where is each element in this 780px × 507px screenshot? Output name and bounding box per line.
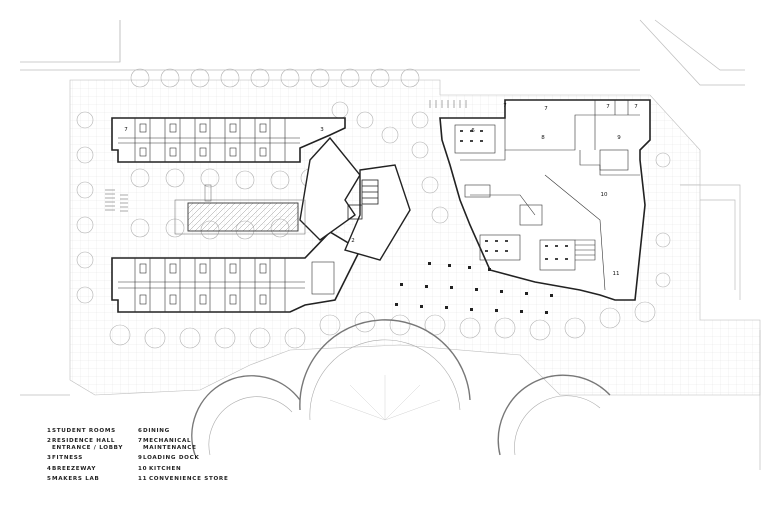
- legend-number: 11: [138, 476, 148, 483]
- legend-label: DINING: [143, 428, 170, 434]
- room-number-label: 10: [600, 192, 608, 198]
- legend-number: 1: [47, 428, 52, 434]
- room-number-label: 8: [541, 135, 545, 141]
- legend-number: 6: [138, 428, 143, 434]
- legend-label: RESIDENCE HALL ENTRANCE / LOBBY: [52, 438, 124, 451]
- north-wing-rooms: [118, 118, 300, 162]
- dining-building: [439, 99, 651, 301]
- courtyard-water: [174, 184, 306, 235]
- legend-label: CONVENIENCE STORE: [149, 476, 229, 483]
- room-number-label: 7: [503, 103, 507, 109]
- room-number-label: 7: [634, 104, 638, 110]
- legend-number: 4: [47, 465, 52, 472]
- planter-radials: [329, 375, 441, 421]
- dining-tables: [460, 130, 568, 260]
- stair-core: [347, 179, 379, 220]
- legend-number: 3: [47, 455, 52, 462]
- room-number-label: 7: [606, 104, 610, 110]
- legend-label: MAKERS LAB: [52, 476, 100, 483]
- legend-number: 5: [47, 476, 52, 483]
- room-number-label: 7: [124, 127, 128, 133]
- legend-label: MECHANICAL MAINTENANCE: [143, 438, 197, 451]
- legend-label: FITNESS: [52, 455, 83, 462]
- legend-number: 9: [138, 455, 143, 462]
- room-number-label: 9: [617, 135, 621, 141]
- legend-number: 2: [47, 438, 52, 445]
- south-wing-rooms: [118, 258, 335, 312]
- legend-label: LOADING DOCK: [143, 455, 200, 462]
- round-planters: [191, 319, 611, 456]
- legend-label: STUDENT ROOMS: [52, 428, 116, 434]
- legend-label: KITCHEN: [149, 465, 182, 472]
- room-number-label: 3: [320, 127, 324, 133]
- room-number-label: 11: [612, 271, 620, 277]
- lobby-connector: [299, 136, 411, 261]
- dining-interior: [454, 100, 640, 291]
- legend-label: BREEZEWAY: [52, 465, 97, 472]
- legend-number: 10: [138, 465, 148, 472]
- room-number-label: 7: [544, 106, 548, 112]
- street-lines: [20, 19, 761, 470]
- room-number-label: 2: [351, 238, 355, 244]
- legend-number: 7: [138, 438, 143, 445]
- room-number-label: 6: [471, 128, 475, 134]
- bike-racks: [105, 100, 467, 212]
- plaza-columns: [395, 262, 553, 314]
